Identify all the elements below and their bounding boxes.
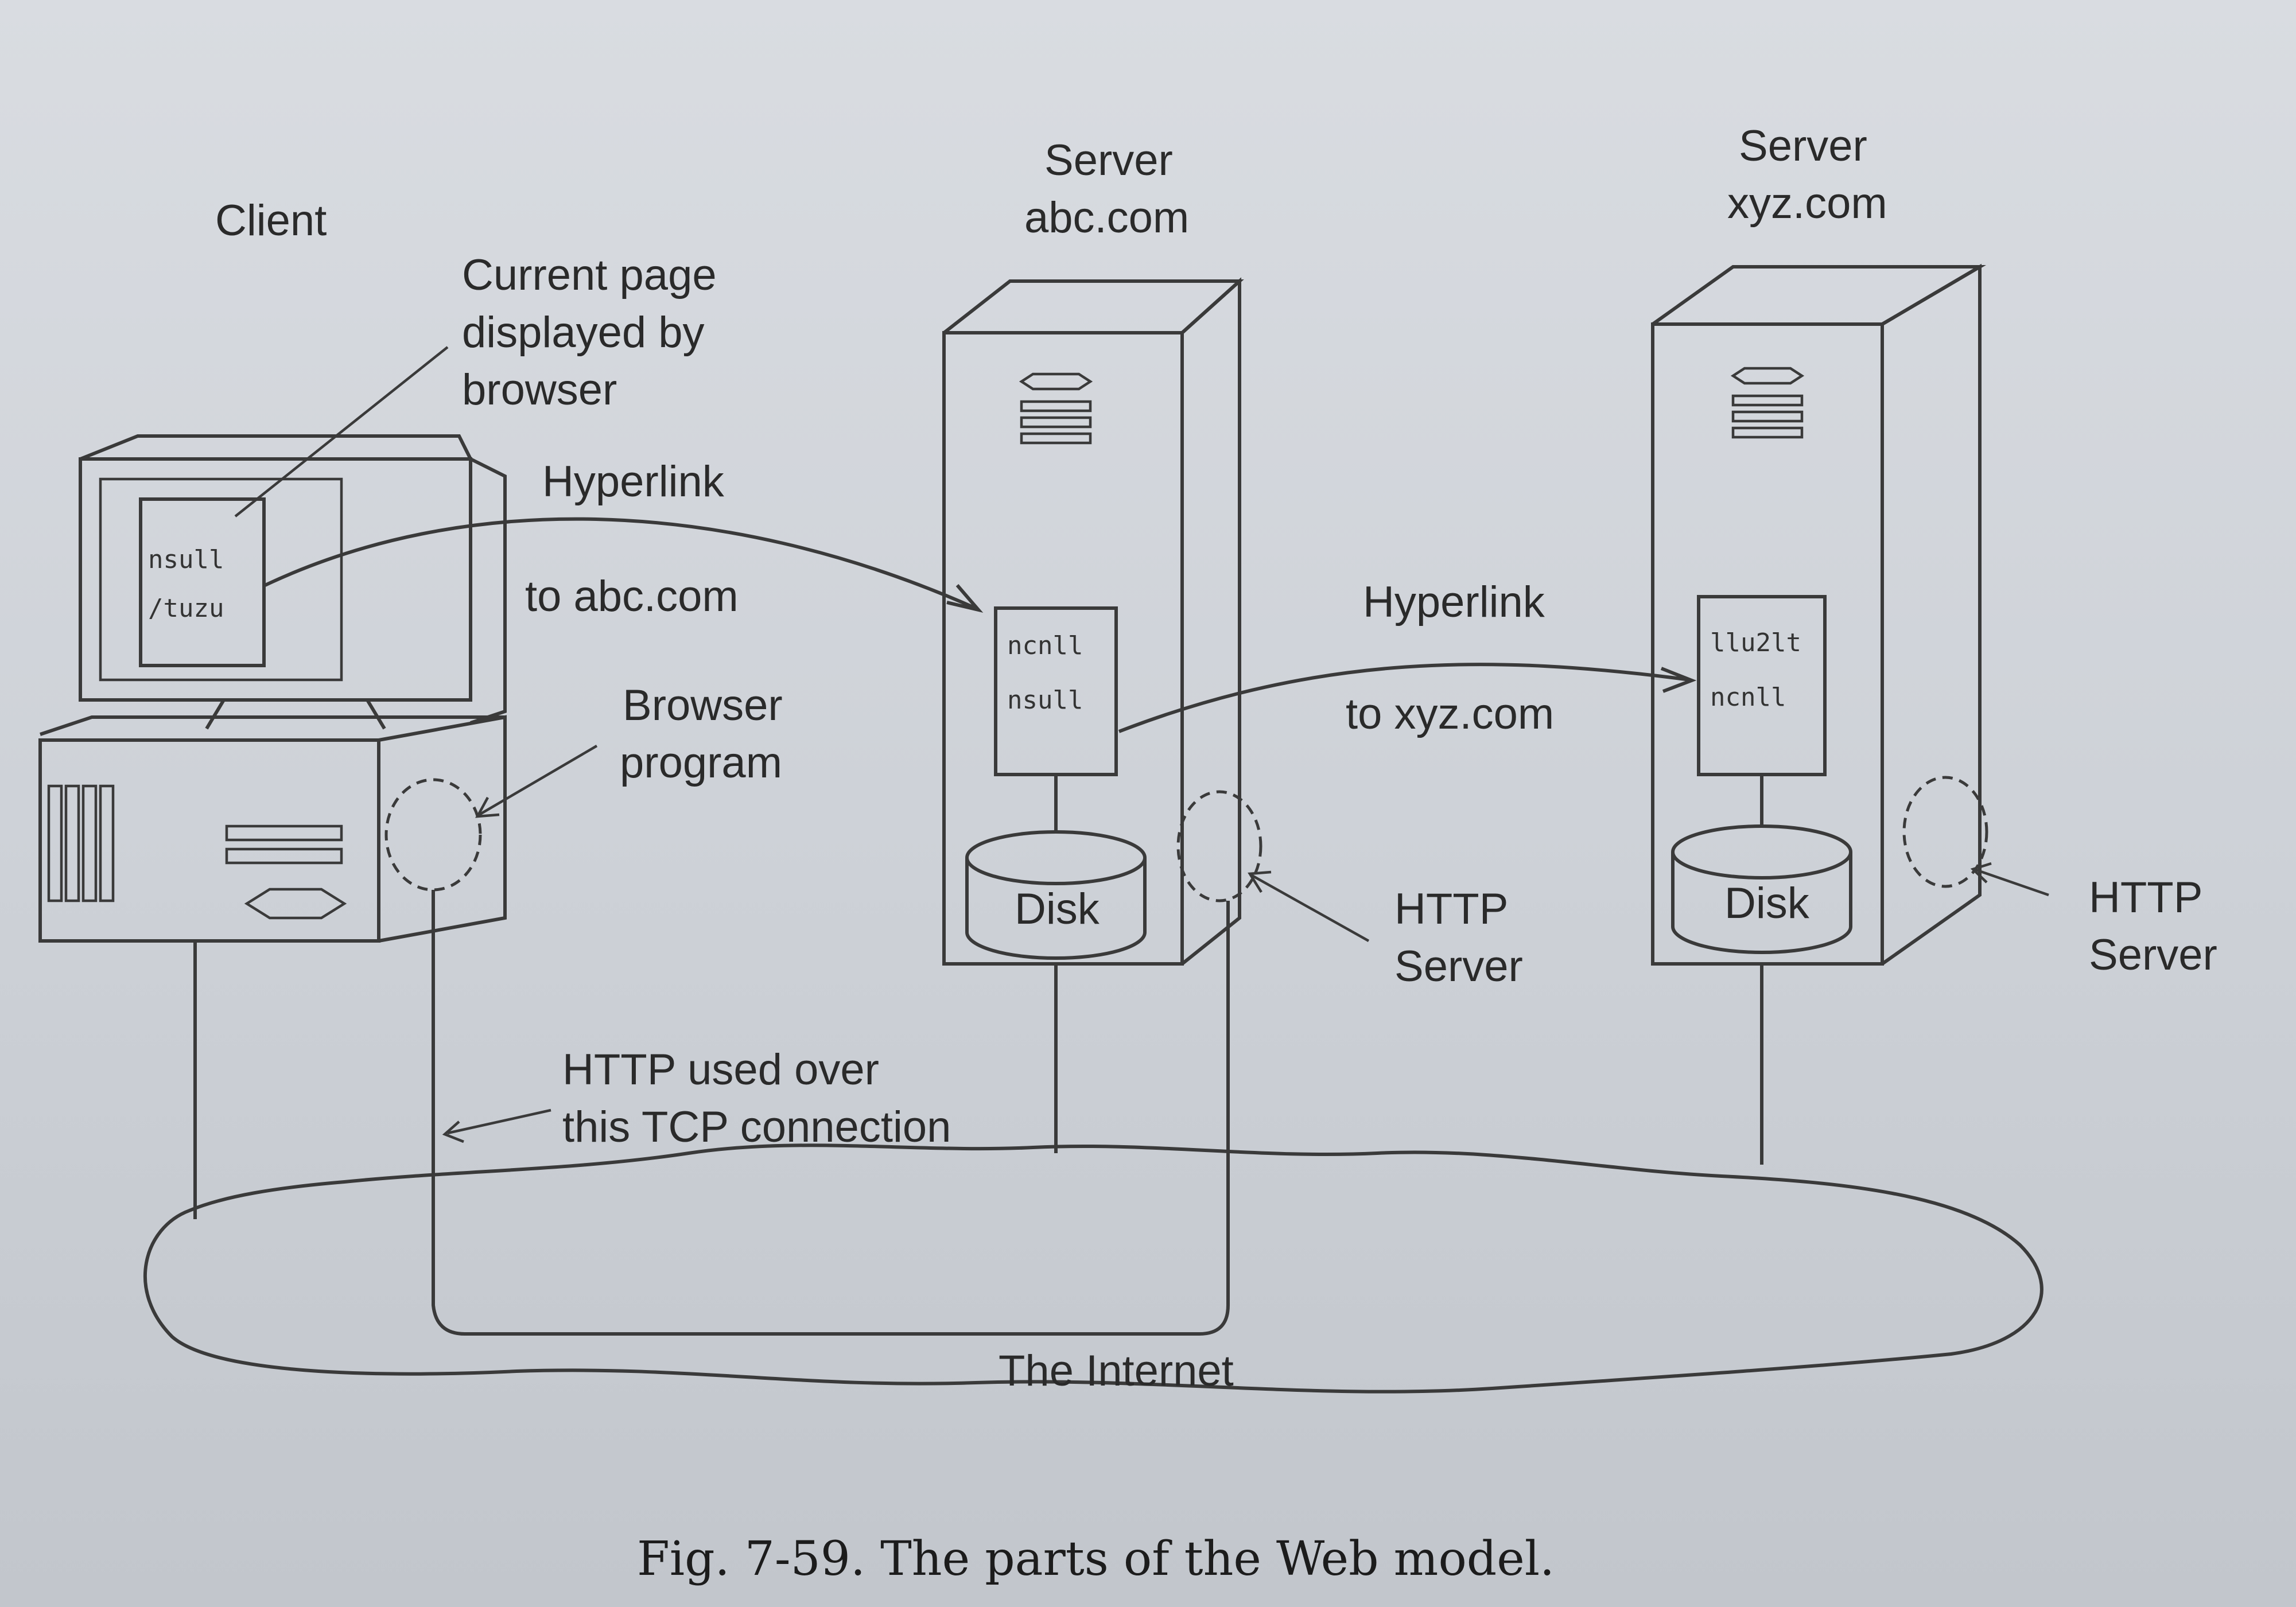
internet-cloud (143, 1143, 2044, 1394)
leader-http-server-abc (1250, 874, 1370, 942)
tcp-label-line-1: HTTP used over (562, 1045, 879, 1094)
disk-xyz (1671, 824, 1852, 954)
figure-caption: Fig. 7-59. The parts of the Web model. (637, 1532, 1555, 1586)
server-xyz-label-line-2: xyz.com (1727, 179, 1887, 228)
server-abc-tower (942, 331, 1184, 966)
hyperlink-arrow-xyz-head (1660, 667, 1697, 693)
hyperlink-xyz-label-line-2: to xyz.com (1346, 690, 1554, 738)
page-text-line-1: llu2lt (1710, 628, 1801, 657)
system-unit (38, 738, 380, 943)
http-server-abc-circle (1176, 790, 1262, 902)
browser-program-label-line-1: Browser (623, 681, 783, 730)
server-xyz-label-line-1: Server (1739, 122, 1867, 170)
http-server-xyz-circle (1902, 776, 1988, 888)
leader-browser-program-head (475, 796, 500, 818)
leader-current-page (234, 346, 449, 517)
http-server-abc-label-line-2: Server (1394, 942, 1523, 991)
server-abc-label-line-1: Server (1044, 136, 1173, 185)
drive-bay (47, 784, 63, 902)
page-text-line-2: /tuzu (148, 594, 224, 623)
http-server-xyz-label-line-1: HTTP (2089, 873, 2202, 922)
floppy-slot (225, 847, 343, 865)
keyboard-connector-shape (244, 888, 347, 920)
page-text-line-2: ncnll (1710, 683, 1786, 712)
tcp-label-line-2: this TCP connection (562, 1103, 951, 1151)
leader-browser-program (478, 745, 598, 816)
disk-abc-label: Disk (1015, 885, 1100, 933)
monitor-body (79, 457, 472, 702)
page-text-line-1: nsull (148, 545, 224, 574)
server-abc: ncnll nsull (942, 277, 1262, 1153)
browser-program-label-line-2: program (620, 738, 782, 787)
leader-http-server-abc-head (1248, 870, 1272, 893)
drive-bay (81, 784, 98, 902)
server-xyz: llu2lt ncnll (1651, 263, 1988, 1165)
monitor-screen (99, 477, 343, 682)
internet-label: The Internet (999, 1347, 1234, 1395)
drive-bay (64, 784, 80, 902)
http-server-abc-label-line-1: HTTP (1394, 885, 1508, 933)
hyperlink-arrow-abc-head (946, 584, 984, 613)
disk-xyz-label: Disk (1724, 879, 1810, 928)
tcp-connection-line (432, 890, 1230, 1336)
leader-tcp (447, 1108, 551, 1135)
client-label: Client (215, 196, 327, 245)
disk-abc (965, 830, 1147, 960)
hyperlink-arrow-xyz (1118, 663, 1691, 733)
browser-program-circle (384, 778, 482, 892)
current-page-label-line-2: displayed by (462, 308, 705, 357)
hyperlink-abc-label-line-1: Hyperlink (542, 457, 725, 506)
server-abc-label-line-2: abc.com (1024, 193, 1189, 242)
leader-http-server-xyz-head (1970, 862, 1992, 884)
page-text-line-2: nsull (1007, 686, 1083, 715)
client-computer: nsull /tuzu (38, 434, 507, 1219)
http-server-xyz-label-line-2: Server (2089, 931, 2217, 979)
hyperlink-arrow-abc (264, 517, 977, 610)
floppy-slot (225, 824, 343, 842)
displayed-page (139, 497, 266, 667)
drive-bay (99, 784, 115, 902)
leader-http-server-xyz (1973, 867, 2049, 897)
hyperlink-xyz-label-line-1: Hyperlink (1363, 578, 1545, 627)
current-page-label-line-1: Current page (462, 251, 717, 299)
page-text-line-1: ncnll (1007, 631, 1083, 660)
current-page-label-line-3: browser (462, 365, 617, 414)
leader-tcp-head (442, 1120, 464, 1143)
server-xyz-tower (1651, 322, 1884, 966)
hyperlink-abc-label-line-2: to abc.com (525, 572, 739, 621)
